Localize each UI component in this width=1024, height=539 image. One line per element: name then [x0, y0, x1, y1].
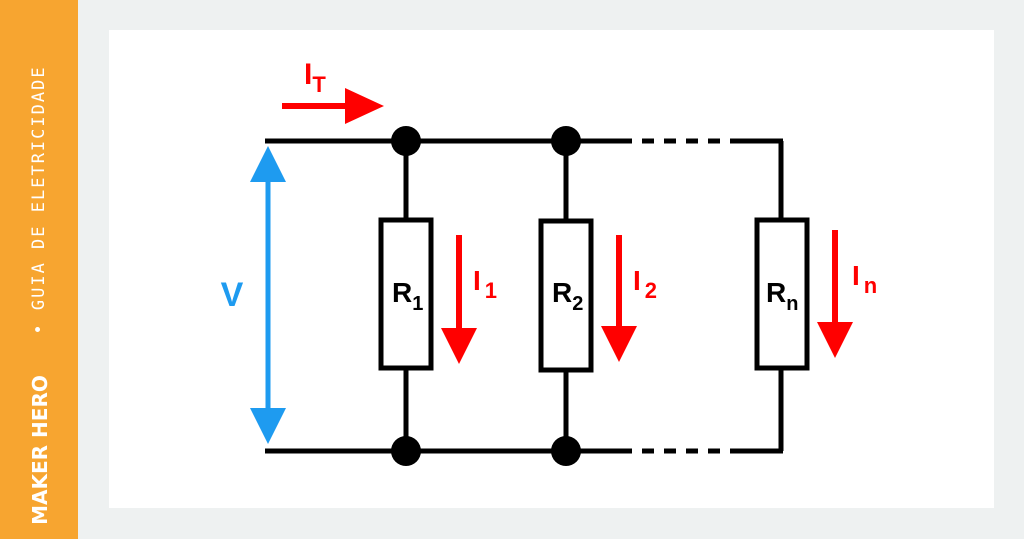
junction-node — [391, 126, 421, 156]
sidebar: • GUIA DE ELETRICIDADE MAKER HERO — [0, 0, 78, 539]
branch-1 — [378, 126, 434, 466]
branch-n — [754, 141, 810, 451]
resistor-2-label: R2 — [552, 277, 583, 315]
resistor-n — [754, 217, 810, 371]
resistor-n-label: Rn — [766, 277, 798, 315]
current-arrow-1 — [441, 235, 477, 364]
total-current-label: IT — [304, 58, 326, 97]
junction-node — [391, 436, 421, 466]
current-arrow-2 — [601, 235, 637, 362]
current-arrow-n — [817, 230, 853, 358]
resistor-1 — [378, 217, 434, 371]
resistor-1-label: R1 — [392, 277, 423, 315]
junction-node — [551, 126, 581, 156]
resistor-2 — [538, 218, 594, 373]
voltage-arrow — [250, 146, 286, 444]
junction-node — [551, 436, 581, 466]
branch-2 — [538, 126, 594, 466]
voltage-label: V — [221, 276, 244, 314]
total-current-arrow — [282, 88, 384, 124]
